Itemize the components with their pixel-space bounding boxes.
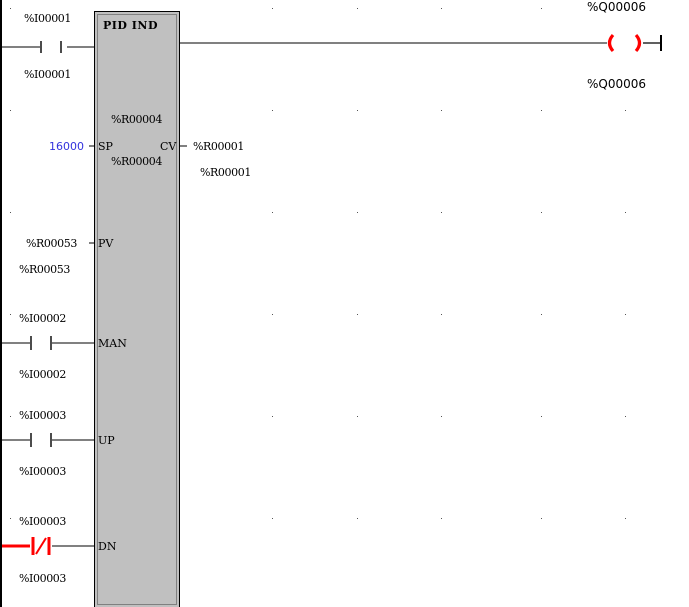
contact-i00002[interactable]: [26, 332, 56, 354]
contact-i00001[interactable]: [36, 37, 66, 57]
block-param-address: %R00004: [111, 113, 162, 126]
contact-i00003-up[interactable]: [26, 429, 56, 451]
pin-dn: DN: [98, 540, 117, 553]
coil-q00006-address: %Q00006: [587, 0, 647, 14]
cv-nickname: %R00001: [200, 166, 251, 179]
pin-pv: PV: [98, 237, 114, 250]
pin-man: MAN: [98, 337, 127, 350]
sp-constant: 16000: [49, 140, 84, 153]
block-title: PID IND: [103, 19, 159, 32]
contact-i00001-address: %I00001: [24, 12, 71, 25]
man-contact-nickname: %I00002: [19, 368, 66, 381]
man-contact-address: %I00002: [19, 312, 66, 325]
dn-contact-nickname: %I00003: [19, 572, 66, 585]
contact-i00001-nickname: %I00001: [24, 68, 71, 81]
coil-q00006[interactable]: [602, 31, 666, 55]
contact-i00003-dn[interactable]: [26, 533, 56, 559]
block-param-nickname: %R00004: [111, 155, 162, 168]
left-power-rail: [0, 0, 2, 607]
contact-no-symbol: [40, 41, 62, 53]
pin-up: UP: [98, 434, 115, 447]
up-contact-symbol: [30, 433, 52, 447]
up-contact-nickname: %I00003: [19, 465, 66, 478]
pv-address: %R00053: [26, 237, 77, 250]
pid-ind-block[interactable]: [94, 11, 180, 607]
pin-cv: CV: [160, 140, 177, 153]
dn-contact-address: %I00003: [19, 515, 66, 528]
coil-symbol: [607, 33, 662, 53]
coil-q00006-nickname: %Q00006: [587, 77, 647, 91]
up-contact-address: %I00003: [19, 409, 66, 422]
grid-dots: [10, 8, 626, 519]
pv-nickname: %R00053: [19, 263, 70, 276]
man-contact-symbol: [30, 336, 52, 350]
dn-contact-nc-symbol: [31, 537, 51, 555]
pin-sp: SP: [98, 140, 113, 153]
cv-address: %R00001: [193, 140, 244, 153]
